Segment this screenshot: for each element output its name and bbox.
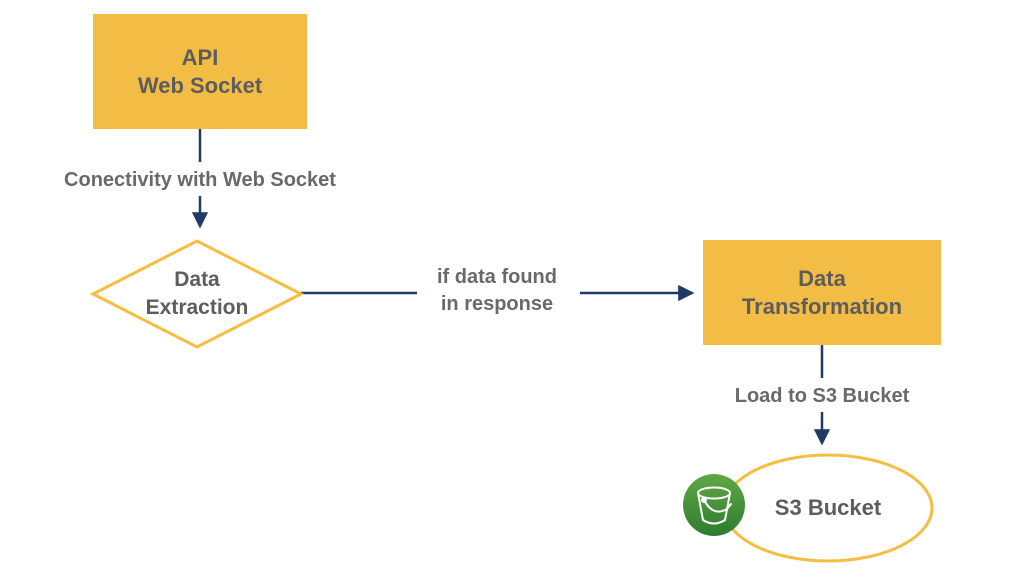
node-data-transformation: Data Transformation (703, 240, 941, 345)
edge-label-conectivity: Conectivity with Web Socket (64, 169, 336, 191)
node-api-web-socket-label: API Web Socket (137, 44, 263, 98)
node-data-transformation-label: Data Transformation (741, 265, 903, 319)
bucket-icon (683, 474, 745, 536)
node-api-web-socket: API Web Socket (93, 14, 307, 129)
diamond-data-extraction (89, 239, 305, 349)
ellipse-s3-bucket (722, 453, 934, 563)
edge-label-if-data-found: if data found in response (437, 266, 557, 315)
edge-label-load-to-s3: Load to S3 Bucket (734, 385, 910, 407)
